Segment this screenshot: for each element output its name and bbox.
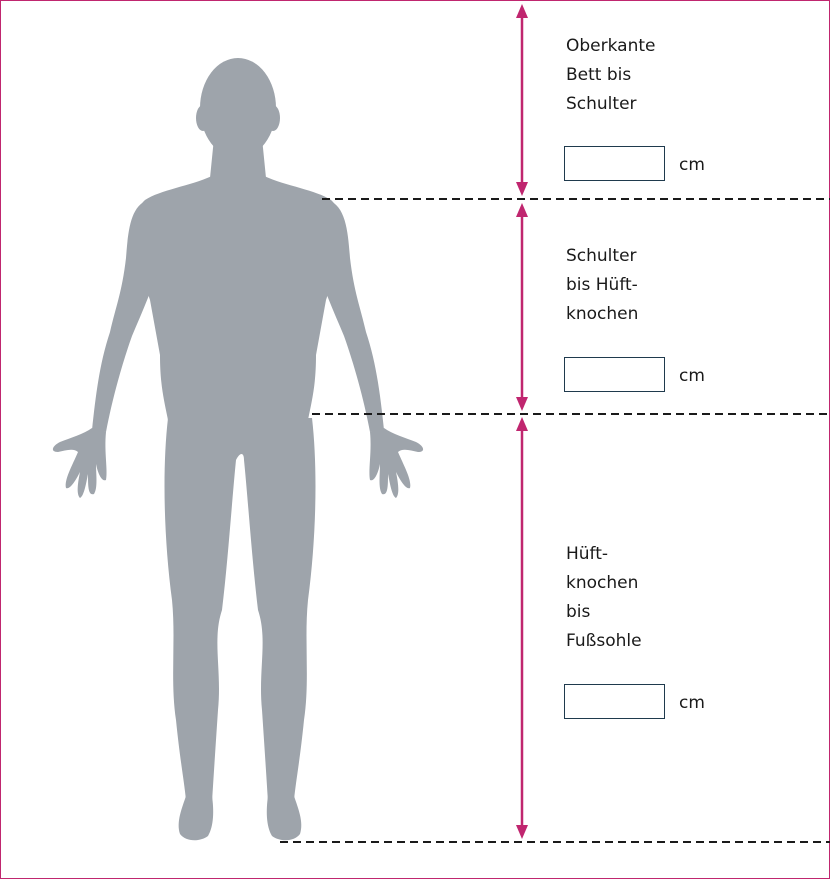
arrow-up-icon	[516, 417, 528, 431]
label-line: Hüft-	[566, 540, 642, 569]
section-label-bed-to-shoulder: Oberkante Bett bis Schulter	[566, 32, 655, 119]
label-line: bis	[566, 598, 642, 627]
silhouette-right-hand	[369, 428, 423, 498]
silhouette-right-arm	[316, 200, 384, 432]
human-body-silhouette-icon	[53, 58, 423, 840]
section-label-shoulder-to-hip: Schulter bis Hüft- knochen	[566, 242, 638, 329]
shoulder-to-hip-input[interactable]	[564, 357, 665, 392]
unit-label: cm	[679, 366, 705, 386]
silhouette-right-foot	[267, 796, 302, 840]
label-line: knochen	[566, 300, 638, 329]
label-line: knochen	[566, 569, 642, 598]
bed-to-shoulder-input[interactable]	[564, 146, 665, 181]
hip-to-sole-input[interactable]	[564, 684, 665, 719]
silhouette-neck	[210, 138, 266, 178]
unit-label: cm	[679, 155, 705, 175]
silhouette-legs	[165, 418, 316, 802]
label-line: Schulter	[566, 90, 655, 119]
silhouette-left-foot	[179, 796, 214, 840]
label-line: Schulter	[566, 242, 638, 271]
label-line: Fußsohle	[566, 627, 642, 656]
label-line: Bett bis	[566, 61, 655, 90]
measurement-arrows	[516, 4, 528, 839]
section-label-hip-to-sole: Hüft- knochen bis Fußsohle	[566, 540, 642, 656]
arrow-down-icon	[516, 825, 528, 839]
label-line: bis Hüft-	[566, 271, 638, 300]
arrow-down-icon	[516, 182, 528, 196]
silhouette-left-arm	[92, 200, 160, 432]
arrow-up-icon	[516, 203, 528, 217]
silhouette-torso	[133, 176, 343, 420]
arrow-up-icon	[516, 4, 528, 18]
arrow-down-icon	[516, 397, 528, 411]
unit-label: cm	[679, 693, 705, 713]
silhouette-left-hand	[53, 428, 107, 498]
label-line: Oberkante	[566, 32, 655, 61]
